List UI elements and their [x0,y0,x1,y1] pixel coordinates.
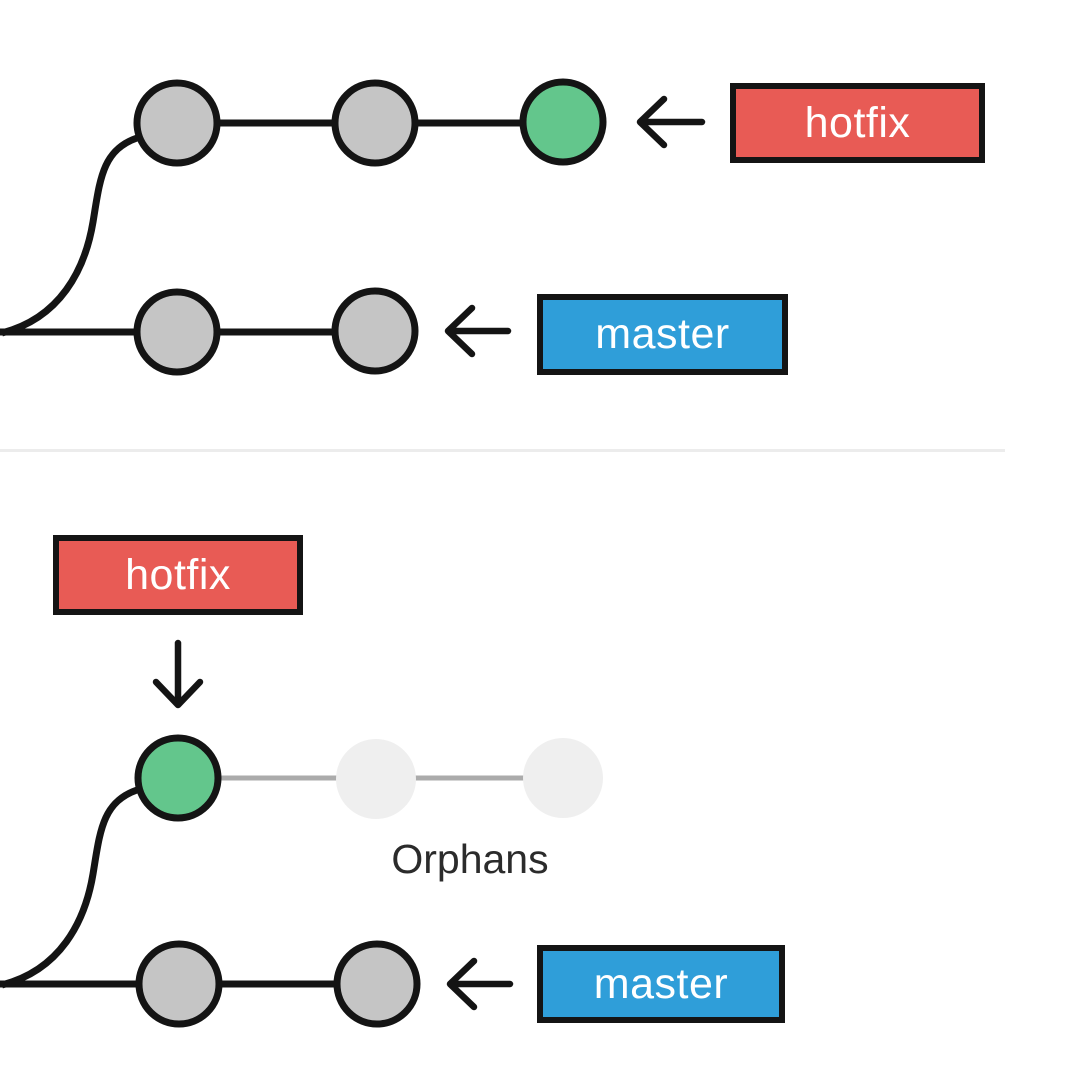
top-master-commit-node [133,288,221,376]
panel-divider [0,449,1005,452]
bottom-master-commit-node [135,940,223,1028]
orphan-commit-node [336,739,416,819]
arrow-down-icon [152,639,204,709]
arrow-left-icon [444,304,512,358]
bottom-hotfix-head-commit-node [134,734,222,822]
top-hotfix-commit-node [133,79,221,167]
top-master-branch-label-text: master [595,310,730,358]
bottom-master-branch-label-text: master [593,959,729,1008]
bottom-master-commit-node [333,940,421,1028]
arrow-left-icon [446,957,514,1011]
top-hotfix-commit-node [331,79,419,167]
arrow-left-icon [636,95,706,149]
orphans-caption-text: Orphans [391,836,549,882]
top-hotfix-branch-label: hotfix [730,83,985,163]
orphan-commit-node [523,738,603,818]
bottom-hotfix-branch-label-text: hotfix [125,550,231,599]
bottom-branch-fork-curve [1,786,139,989]
top-hotfix-head-commit-node [519,78,607,166]
bottom-master-branch-label: master [537,945,785,1023]
top-hotfix-branch-label-text: hotfix [804,98,911,147]
top-branch-fork-curve [1,134,139,337]
orphans-caption: Orphans [330,839,610,880]
bottom-hotfix-branch-label: hotfix [53,535,303,615]
top-master-commit-node [331,287,419,375]
top-master-branch-label: master [537,294,788,375]
